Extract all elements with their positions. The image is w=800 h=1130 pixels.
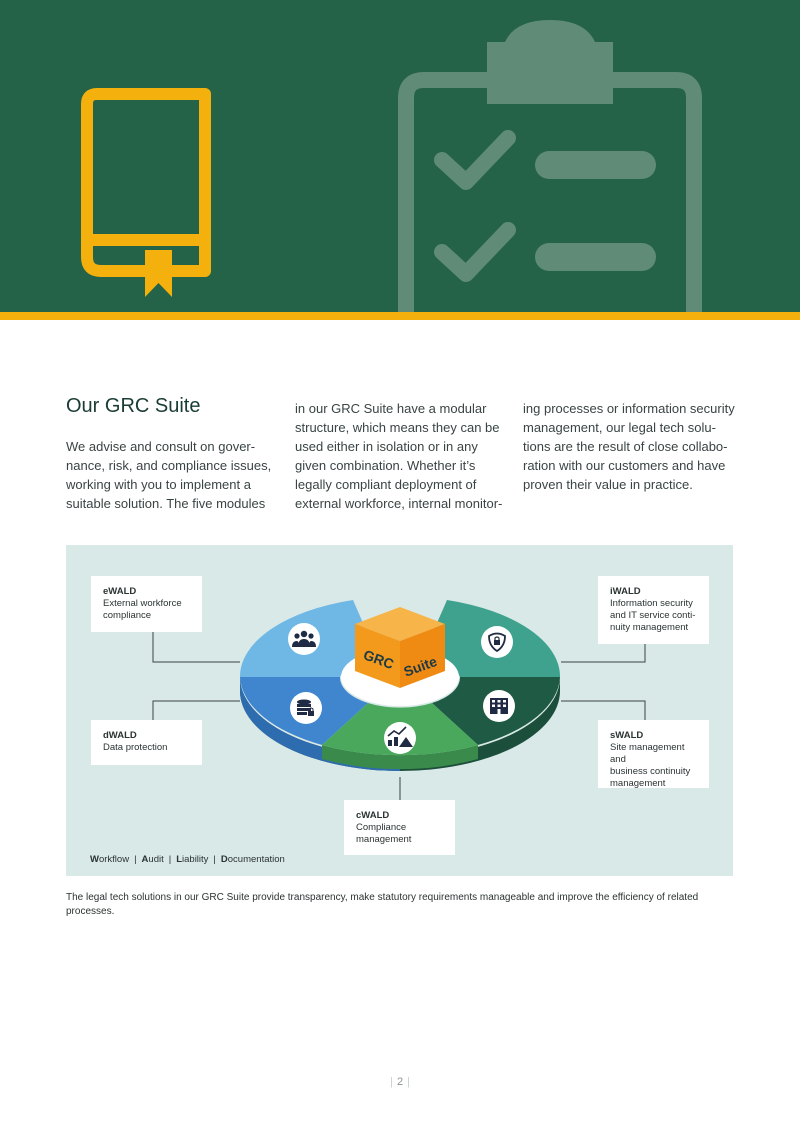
section-heading: Our GRC Suite <box>66 395 201 417</box>
diagram-caption: The legal tech solutions in our GRC Suit… <box>66 892 699 917</box>
initial-l: L <box>176 854 183 865</box>
separator: | <box>168 854 172 865</box>
clipboard-checklist-icon <box>398 20 702 312</box>
text-line: We advise and consult on gover- <box>66 439 256 454</box>
building-icon <box>483 690 515 722</box>
page-number-value: 2 <box>396 1076 404 1088</box>
module-name: iWALD <box>610 586 641 597</box>
text-line: ration with our customers and have <box>523 458 726 473</box>
module-name: sWALD <box>610 730 644 741</box>
module-description: Site management and business continuity … <box>610 742 691 789</box>
text-line: structure, which means they can be <box>295 420 500 435</box>
word-documentation: ocumentation <box>227 854 285 865</box>
banner-accent-stripe <box>0 312 800 320</box>
shield-lock-icon <box>481 626 513 658</box>
word-workflow: orkflow <box>98 854 130 865</box>
wald-acronym-legend: Workflow | Audit | Liability | Documentation <box>90 854 285 865</box>
text-line: in our GRC Suite have a modular <box>295 401 487 416</box>
module-card-dwald: dWALD Data protection <box>91 720 202 765</box>
module-name: eWALD <box>103 586 137 597</box>
initial-w: W <box>90 854 99 865</box>
intro-column-2: in our GRC Suite have a modular structur… <box>295 399 502 513</box>
wheel-base <box>240 677 560 771</box>
word-audit: udit <box>148 854 164 865</box>
page-number: |2| <box>0 1076 800 1088</box>
book-bookmark-icon <box>81 88 211 297</box>
module-name: dWALD <box>103 730 137 741</box>
text-line: ing processes or information security <box>523 401 735 416</box>
page-number-bar: | <box>390 1076 393 1088</box>
text-line: legally compliant deployment of <box>295 477 477 492</box>
text-line: management, our legal tech solu- <box>523 420 716 435</box>
module-description: Compliance management <box>356 822 412 845</box>
text-line: proven their value in practice. <box>523 477 693 492</box>
intro-column-3: ing processes or information security ma… <box>523 399 735 494</box>
module-description: External workforce compliance <box>103 598 182 621</box>
module-description: Data protection <box>103 742 168 753</box>
database-lock-icon <box>290 692 322 724</box>
module-name: cWALD <box>356 810 390 821</box>
intro-column-1: We advise and consult on gover- nance, r… <box>66 437 271 513</box>
initial-a: A <box>141 854 149 865</box>
module-card-ewald: eWALD External workforce compliance <box>91 576 202 632</box>
module-card-iwald: iWALD Information security and IT servic… <box>598 576 709 644</box>
grc-suite-cube: GRC Suite <box>355 607 445 688</box>
page-number-bar: | <box>407 1076 410 1088</box>
module-card-cwald: cWALD Compliance management <box>344 800 455 855</box>
separator: | <box>213 854 216 865</box>
word-liability: iability <box>182 854 209 865</box>
connector-lines <box>152 632 646 800</box>
chart-warning-icon <box>384 722 416 754</box>
text-line: working with you to implement a <box>66 477 251 492</box>
header-banner <box>0 0 800 312</box>
text-line: external workforce, internal monitor- <box>295 496 503 511</box>
text-line: used either in isolation or in any <box>295 439 478 454</box>
text-line: nance, risk, and compliance issues, <box>66 458 272 473</box>
people-group-icon <box>288 623 320 655</box>
text-line: tions are the result of close collabo- <box>523 439 728 454</box>
text-line: suitable solution. The five modules <box>66 496 266 511</box>
module-description: Information security and IT service cont… <box>610 598 696 633</box>
text-line: given combination. Whether it’s <box>295 458 476 473</box>
grc-suite-diagram: GRC Suite eWALD External workforce compl… <box>66 545 733 876</box>
separator: | <box>134 854 137 865</box>
initial-d: D <box>220 854 228 865</box>
module-card-swald: sWALD Site management and business conti… <box>598 720 709 789</box>
